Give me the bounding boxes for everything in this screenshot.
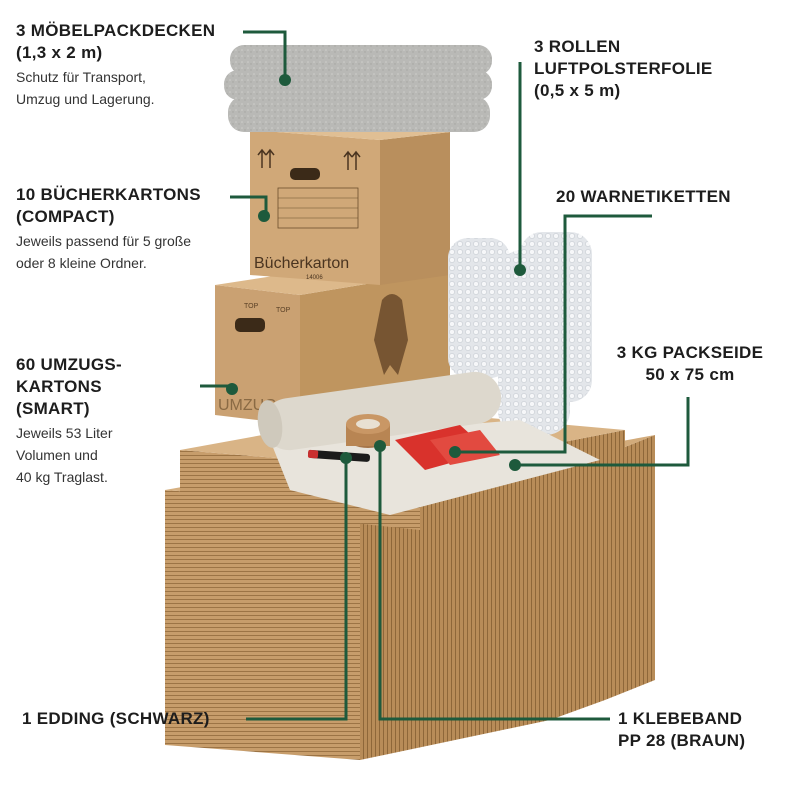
svg-text:TOP: TOP — [276, 307, 291, 314]
callout-dots — [226, 74, 526, 471]
callout-line-tape — [378, 446, 610, 721]
label-blankets-title: 3 MÖBELPACKDECKEN (1,3 x 2 m) — [16, 21, 216, 62]
label-tape: 1 KLEBEBAND PP 28 (BRAUN) — [618, 708, 745, 752]
label-book-boxes-desc: Jeweils passend für 5 große oder 8 klein… — [16, 233, 192, 271]
callout-lines — [200, 30, 690, 721]
callout-dot-tape — [374, 440, 386, 452]
label-tissue-paper-title: 3 KG PACKSEIDE 50 x 75 cm — [616, 343, 764, 384]
callout-line-book-boxes — [230, 195, 268, 216]
callout-line-tissue-paper — [515, 397, 690, 467]
callout-dot-marker — [340, 452, 352, 464]
label-tissue-paper: 3 KG PACKSEIDE 50 x 75 cm — [600, 342, 780, 386]
book-box: Bücherkarton 14006 — [250, 124, 450, 285]
callout-dot-book-boxes — [258, 210, 270, 222]
label-bubble-wrap: 3 ROLLEN LUFTPOLSTERFOLIE (0,5 x 5 m) — [534, 36, 713, 102]
book-box-print: Bücherkarton — [254, 255, 349, 272]
callout-dot-bubble-wrap — [514, 264, 526, 276]
label-blankets-desc: Schutz für Transport, Umzug und Lagerung… — [16, 69, 155, 107]
callout-dot-moving-boxes — [226, 383, 238, 395]
callout-line-warning-labels — [455, 214, 652, 454]
moving-blankets — [224, 45, 492, 132]
label-blankets: 3 MÖBELPACKDECKEN (1,3 x 2 m) Schutz für… — [16, 20, 215, 110]
warning-labels — [395, 425, 500, 470]
callout-dot-warning-labels — [449, 446, 461, 458]
callout-line-marker — [246, 458, 348, 721]
marker-pen — [307, 449, 371, 462]
callout-dot-blankets — [279, 74, 291, 86]
label-moving-boxes-title: 60 UMZUGS- KARTONS (SMART) — [16, 355, 122, 418]
label-book-boxes-title: 10 BÜCHERKARTONS (COMPACT) — [16, 185, 201, 226]
bubble-wrap-rolls — [448, 232, 592, 435]
label-marker: 1 EDDING (SCHWARZ) — [22, 708, 210, 730]
svg-text:14006: 14006 — [306, 275, 323, 281]
label-marker-title: 1 EDDING (SCHWARZ) — [22, 709, 210, 728]
callout-line-blankets — [243, 30, 287, 78]
label-warning-labels-title: 20 WARNETIKETTEN — [556, 187, 731, 206]
label-moving-boxes: 60 UMZUGS- KARTONS (SMART) Jeweils 53 Li… — [16, 354, 122, 488]
label-tape-title: 1 KLEBEBAND PP 28 (BRAUN) — [618, 709, 746, 750]
label-warning-labels: 20 WARNETIKETTEN — [556, 186, 731, 208]
label-book-boxes: 10 BÜCHERKARTONS (COMPACT) Jeweils passe… — [16, 184, 201, 274]
callout-dot-tissue-paper — [509, 459, 521, 471]
label-moving-boxes-desc: Jeweils 53 Liter Volumen und 40 kg Tragl… — [16, 425, 113, 485]
label-bubble-wrap-title: 3 ROLLEN LUFTPOLSTERFOLIE (0,5 x 5 m) — [534, 37, 713, 100]
svg-text:TOP: TOP — [244, 303, 259, 310]
